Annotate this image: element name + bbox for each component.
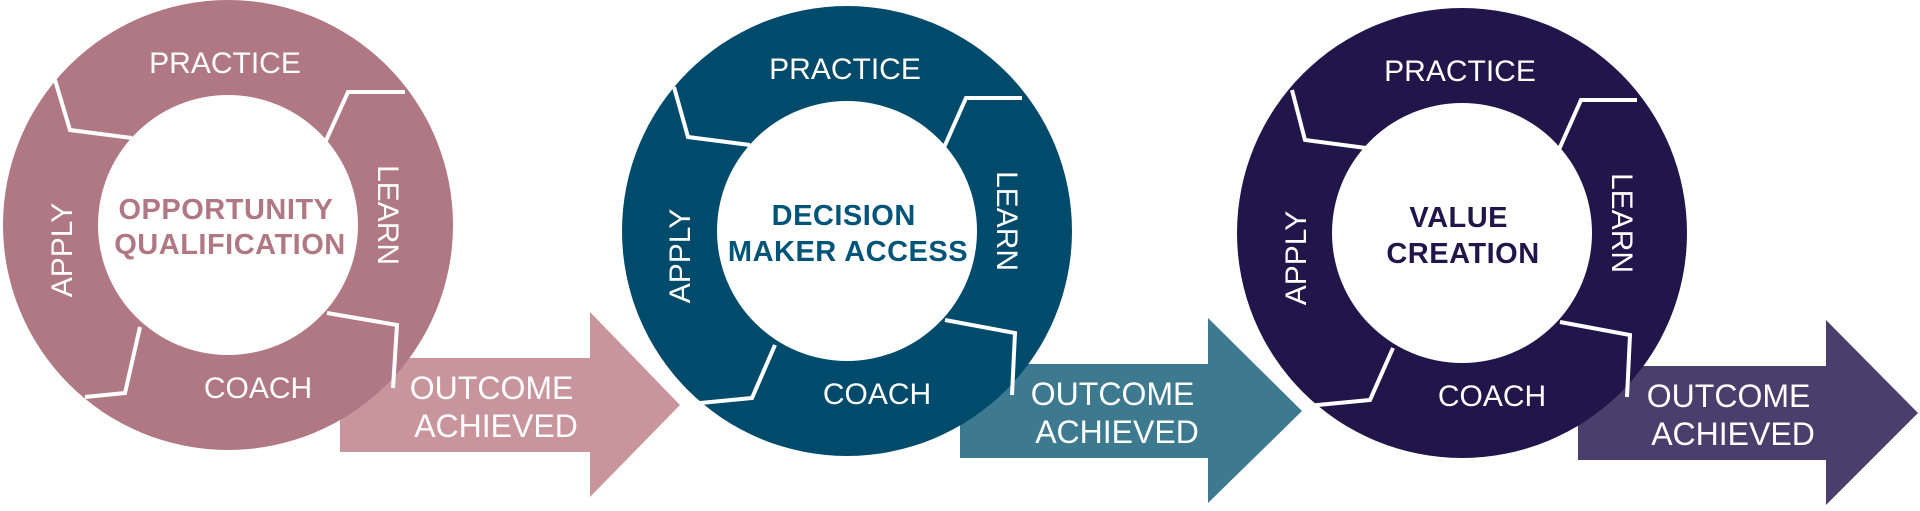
step-apply-3: APPLY: [1280, 211, 1313, 306]
center-title-line-1: OPPORTUNITY: [119, 194, 333, 226]
step-practice-2: PRACTICE: [769, 53, 921, 86]
outcome-label-3: OUTCOME ACHIEVED: [1647, 378, 1819, 452]
step-coach-2: COACH: [823, 378, 931, 411]
center-title-line-2: CREATION: [1386, 238, 1539, 270]
outcome-label-line-2: ACHIEVED: [1651, 416, 1815, 452]
center-title-line-2: QUALIFICATION: [114, 229, 346, 261]
step-apply-1: APPLY: [46, 203, 79, 298]
step-coach-3: COACH: [1438, 380, 1546, 413]
segment-dividers-2: [672, 86, 1022, 406]
center-title-3: VALUE CREATION: [1386, 202, 1539, 270]
segment-dividers-3: [1290, 89, 1637, 408]
step-learn-3: LEARN: [1605, 173, 1638, 273]
step-apply-2: APPLY: [664, 209, 697, 304]
ring-hub-2: [717, 101, 977, 361]
step-coach-1: COACH: [204, 372, 312, 405]
center-title-line-1: DECISION: [772, 200, 916, 232]
center-title-1: OPPORTUNITY QUALIFICATION: [114, 194, 346, 261]
center-title-line-2: MAKER ACCESS: [728, 236, 968, 268]
cycle-1: PRACTICE LEARN COACH APPLY OPPORTUNITY Q…: [3, 0, 680, 497]
cycle-2: PRACTICE LEARN COACH APPLY DECISION MAKE…: [622, 6, 1302, 503]
center-title-line-1: VALUE: [1409, 202, 1508, 234]
step-learn-2: LEARN: [990, 171, 1023, 271]
step-learn-1: LEARN: [371, 165, 404, 265]
segment-dividers-1: [53, 79, 405, 399]
outcome-label-2: OUTCOME ACHIEVED: [1031, 376, 1203, 450]
step-practice-3: PRACTICE: [1384, 55, 1536, 88]
outcome-label-line-1: OUTCOME: [1031, 376, 1195, 412]
ring-hub-1: [98, 95, 358, 355]
outcome-arrow-1: [340, 312, 680, 497]
outcome-arrow-2: [960, 318, 1302, 503]
step-practice-1: PRACTICE: [149, 47, 301, 80]
ring-hub-3: [1332, 103, 1592, 363]
outcome-label-1: OUTCOME ACHIEVED: [410, 370, 582, 444]
cycle-3: PRACTICE LEARN COACH APPLY VALUE CREATIO…: [1237, 8, 1918, 505]
outcome-arrow-3: [1578, 320, 1918, 505]
outcome-label-line-1: OUTCOME: [410, 370, 574, 406]
outcome-label-line-2: ACHIEVED: [1035, 414, 1199, 450]
outcome-label-line-2: ACHIEVED: [414, 408, 578, 444]
center-title-2: DECISION MAKER ACCESS: [728, 200, 968, 268]
outcome-label-line-1: OUTCOME: [1647, 378, 1811, 414]
